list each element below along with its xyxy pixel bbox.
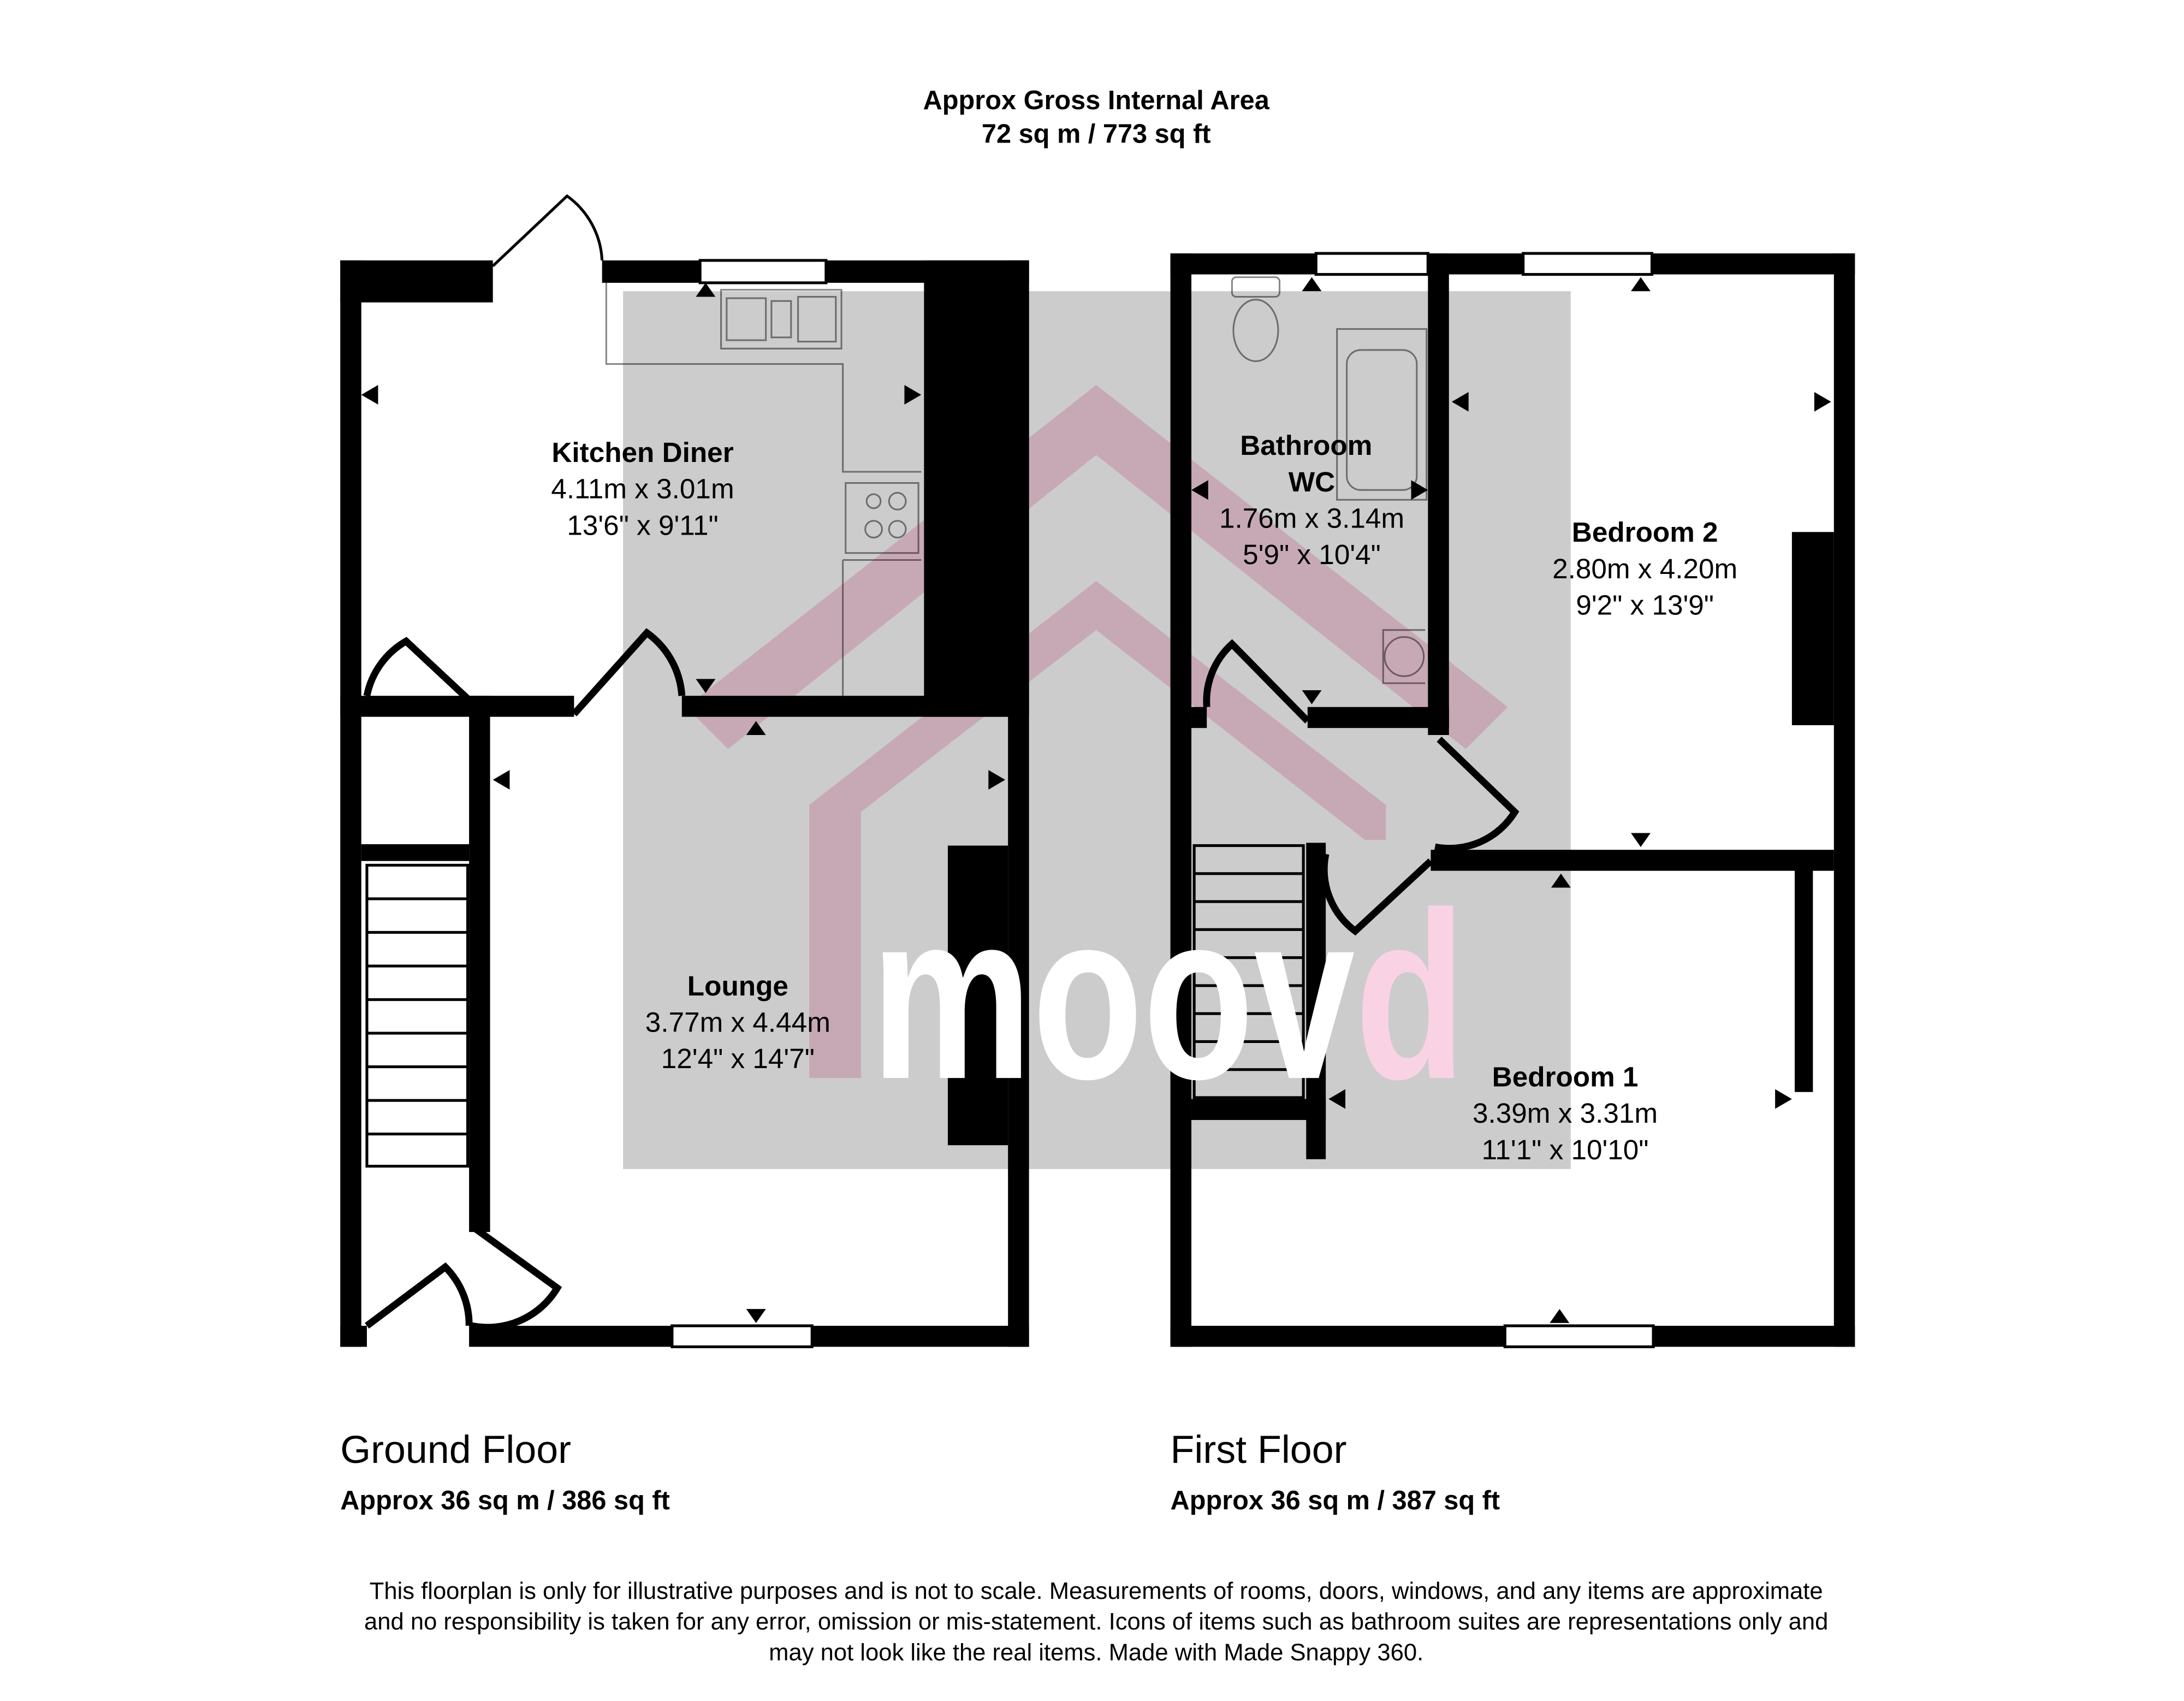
svg-text:may not look like the real ite: may not look like the real items. Made w… bbox=[769, 1640, 1423, 1666]
watermark-text-moov: moov bbox=[871, 863, 1356, 1129]
gia-value: 72 sq m / 773 sq ft bbox=[982, 120, 1211, 149]
svg-text:WC: WC bbox=[1289, 466, 1335, 497]
watermark-text: moovd bbox=[871, 863, 1466, 1129]
ground-floor-area: Approx 36 sq m / 386 sq ft bbox=[340, 1486, 670, 1515]
svg-text:1.76m x 3.14m: 1.76m x 3.14m bbox=[1219, 503, 1404, 534]
first-floor-area: Approx 36 sq m / 387 sq ft bbox=[1171, 1486, 1500, 1515]
svg-text:4.11m x 3.01m: 4.11m x 3.01m bbox=[551, 473, 734, 505]
room-label-lounge: Lounge 3.77m x 4.44m 12'4" x 14'7" bbox=[645, 970, 830, 1074]
svg-text:Bedroom 2: Bedroom 2 bbox=[1572, 517, 1718, 548]
svg-text:Bedroom 1: Bedroom 1 bbox=[1492, 1061, 1639, 1092]
svg-text:12'4" x 14'7": 12'4" x 14'7" bbox=[661, 1043, 815, 1074]
stairs bbox=[365, 863, 470, 1168]
svg-text:Kitchen Diner: Kitchen Diner bbox=[551, 437, 733, 468]
svg-text:11'1" x 10'10": 11'1" x 10'10" bbox=[1482, 1134, 1649, 1165]
disclaimer: This floorplan is only for illustrative … bbox=[364, 1578, 1828, 1666]
room-label-kitchen: Kitchen Diner 4.11m x 3.01m 13'6" x 9'11… bbox=[551, 437, 734, 541]
svg-text:13'6" x 9'11": 13'6" x 9'11" bbox=[567, 509, 718, 541]
ground-floor-title: Ground Floor bbox=[340, 1428, 571, 1472]
svg-text:Lounge: Lounge bbox=[687, 970, 788, 1001]
svg-text:3.77m x 4.44m: 3.77m x 4.44m bbox=[645, 1007, 830, 1038]
svg-text:This floorplan is only for ill: This floorplan is only for illustrative … bbox=[370, 1578, 1823, 1604]
first-floor-title: First Floor bbox=[1171, 1428, 1347, 1472]
gia-title: Approx Gross Internal Area bbox=[923, 86, 1270, 115]
room-label-bedroom2: Bedroom 2 2.80m x 4.20m 9'2" x 13'9" bbox=[1552, 517, 1737, 620]
watermark: moovd bbox=[623, 291, 1571, 1169]
svg-text:5'9" x 10'4": 5'9" x 10'4" bbox=[1243, 539, 1381, 570]
svg-text:2.80m x 4.20m: 2.80m x 4.20m bbox=[1552, 553, 1737, 584]
svg-text:9'2" x 13'9": 9'2" x 13'9" bbox=[1576, 590, 1714, 621]
room-label-bedroom1: Bedroom 1 3.39m x 3.31m 11'1" x 10'10" bbox=[1473, 1061, 1658, 1165]
svg-text:3.39m x 3.31m: 3.39m x 3.31m bbox=[1473, 1098, 1658, 1129]
room-label-bathroom: Bathroom WC 1.76m x 3.14m 5'9" x 10'4" bbox=[1219, 430, 1404, 570]
svg-text:Bathroom: Bathroom bbox=[1240, 430, 1372, 461]
svg-text:and no responsibility is taken: and no responsibility is taken for any e… bbox=[364, 1609, 1828, 1635]
watermark-text-d: d bbox=[1355, 863, 1465, 1129]
